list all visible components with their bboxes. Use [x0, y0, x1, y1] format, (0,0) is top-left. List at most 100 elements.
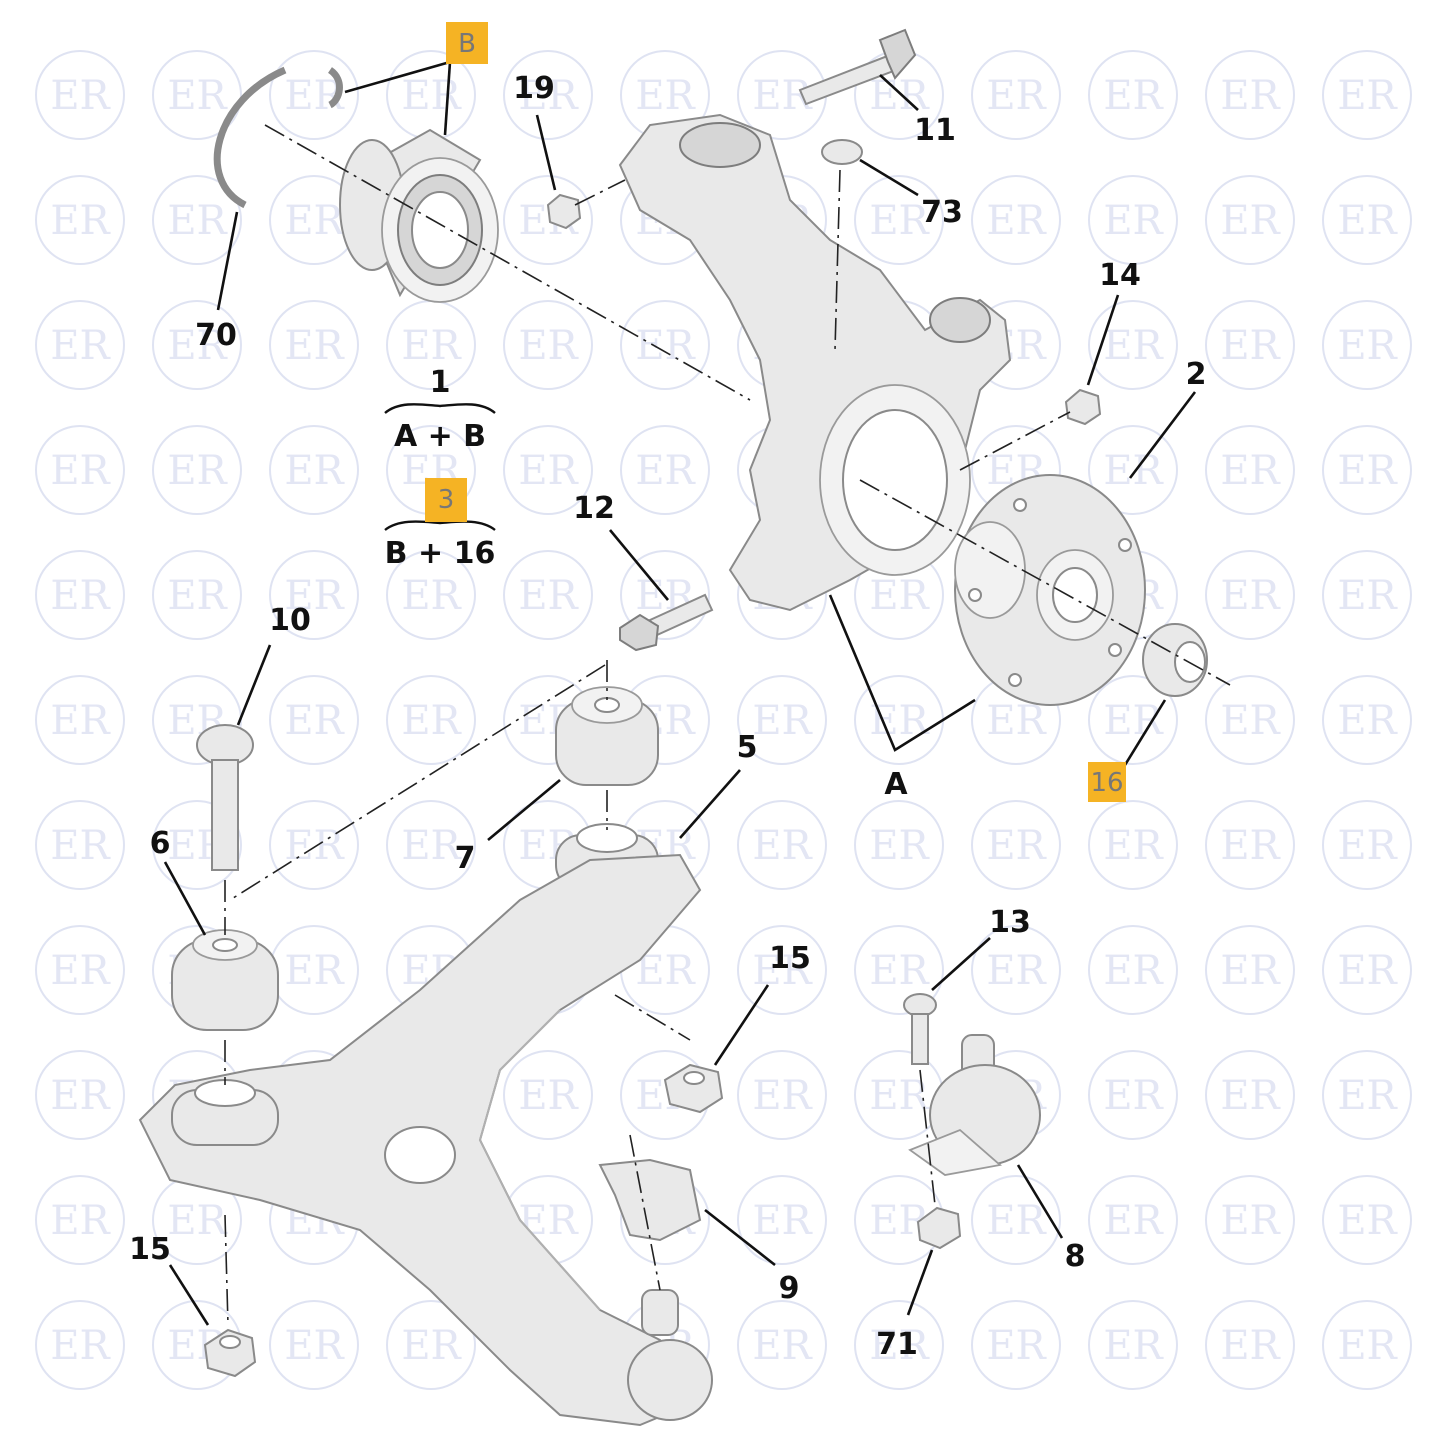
watermark-text: ER: [869, 823, 930, 869]
watermark-text: ER: [1220, 198, 1281, 244]
watermark-text: ER: [869, 73, 930, 119]
nut-part-14: [1064, 388, 1102, 426]
callout-6: 6: [150, 826, 171, 861]
watermark-circle: [1322, 1175, 1412, 1265]
callout-71: 71: [876, 1327, 918, 1362]
watermark-circle: [971, 175, 1061, 265]
watermark-text: ER: [284, 1323, 345, 1369]
watermark-circle: [1088, 175, 1178, 265]
kit-1-number: 1: [430, 365, 451, 400]
watermark-circle: [1322, 425, 1412, 515]
watermark-text: ER: [1337, 1198, 1398, 1244]
watermark-circle: [854, 800, 944, 890]
watermark-circle: [1322, 675, 1412, 765]
watermark-text: ER: [1103, 948, 1164, 994]
watermark-circle: [1088, 675, 1178, 765]
watermark-text: ER: [167, 448, 228, 494]
watermark-text: ER: [752, 823, 813, 869]
washer-part-73: [821, 139, 863, 165]
watermark-text: ER: [401, 573, 462, 619]
watermark-circle: [1322, 550, 1412, 640]
watermark-text: ER: [1337, 73, 1398, 119]
highlight-B-text: B: [458, 29, 476, 59]
watermark-circle: [971, 925, 1061, 1015]
watermark-text: ER: [752, 698, 813, 744]
watermark-circle: [1205, 675, 1295, 765]
watermark-circle: [1205, 925, 1295, 1015]
hub-nut-part-16: [1142, 623, 1208, 697]
watermark-circle: [737, 675, 827, 765]
bolt-part-11: [798, 28, 917, 106]
watermark-circle: [1088, 1050, 1178, 1140]
watermark-circle: [35, 675, 125, 765]
watermark-text: ER: [1337, 698, 1398, 744]
watermark-circle: [1322, 175, 1412, 265]
watermark-text: ER: [1337, 198, 1398, 244]
watermark-circle: [35, 300, 125, 390]
watermark-text: ER: [518, 573, 579, 619]
watermark-text: ER: [1103, 1198, 1164, 1244]
watermark-circle: [1088, 925, 1178, 1015]
watermark-text: ER: [1220, 573, 1281, 619]
kit-formulas: [384, 403, 496, 531]
watermark-text: ER: [50, 1323, 111, 1369]
watermark-text: ER: [1103, 1323, 1164, 1369]
watermark-text: ER: [284, 573, 345, 619]
watermark-text: ER: [518, 323, 579, 369]
watermark-text: ER: [1103, 698, 1164, 744]
callout-9: 9: [779, 1271, 800, 1306]
bush-part-7: [555, 686, 659, 786]
watermark-text: ER: [50, 448, 111, 494]
watermark-text: ER: [1337, 1073, 1398, 1119]
nut-part-71: [916, 1206, 962, 1250]
ball-joint-part-8: [908, 1034, 1041, 1176]
watermark-text: ER: [1337, 1323, 1398, 1369]
clip-part-9: [598, 1158, 702, 1242]
watermark-circle: [269, 675, 359, 765]
watermark-text: ER: [1220, 823, 1281, 869]
watermark-text: ER: [635, 323, 696, 369]
nut-part-15-middle: [663, 1063, 724, 1114]
watermark-circle: [1322, 300, 1412, 390]
callout-14: 14: [1099, 258, 1141, 293]
watermark-text: ER: [869, 1073, 930, 1119]
watermark-circle: [503, 50, 593, 140]
watermark-circle: [503, 425, 593, 515]
watermark-text: ER: [1103, 73, 1164, 119]
highlight-B: B: [446, 22, 488, 64]
watermark-text: ER: [752, 1073, 813, 1119]
watermark-circle: [971, 50, 1061, 140]
watermark-circle: [737, 1175, 827, 1265]
wheel-hub-part: [954, 474, 1146, 706]
watermark-circle: [1088, 425, 1178, 515]
watermark-circle: [1088, 300, 1178, 390]
watermark-circle: [854, 1300, 944, 1390]
watermark-circle: [1205, 50, 1295, 140]
watermark-circle: [971, 1175, 1061, 1265]
lower-control-arm-part: [138, 853, 702, 1427]
watermark-circle: [503, 175, 593, 265]
watermark-text: ER: [1337, 323, 1398, 369]
callout-10: 10: [269, 603, 311, 638]
highlight-3: 3: [425, 478, 467, 522]
callout-13: 13: [989, 905, 1031, 940]
watermark-text: ER: [1337, 573, 1398, 619]
watermark-text: ER: [986, 823, 1047, 869]
circlip-part: [213, 66, 343, 209]
callout-70: 70: [195, 318, 237, 353]
watermark-circle: [1322, 925, 1412, 1015]
watermark-text: ER: [518, 73, 579, 119]
watermark-text: ER: [1220, 1323, 1281, 1369]
watermark-circle: [35, 550, 125, 640]
watermark-text: ER: [986, 198, 1047, 244]
wheel-bearing-part: [339, 128, 499, 303]
bolt-part-10: [196, 724, 254, 871]
watermark-text: ER: [167, 73, 228, 119]
watermark-text: ER: [1103, 1073, 1164, 1119]
watermark-circle: [620, 425, 710, 515]
watermark-text: ER: [752, 1323, 813, 1369]
watermark-text: ER: [986, 698, 1047, 744]
watermark-text: ER: [1337, 948, 1398, 994]
watermark-circle: [1322, 800, 1412, 890]
watermark-circle: [1205, 175, 1295, 265]
